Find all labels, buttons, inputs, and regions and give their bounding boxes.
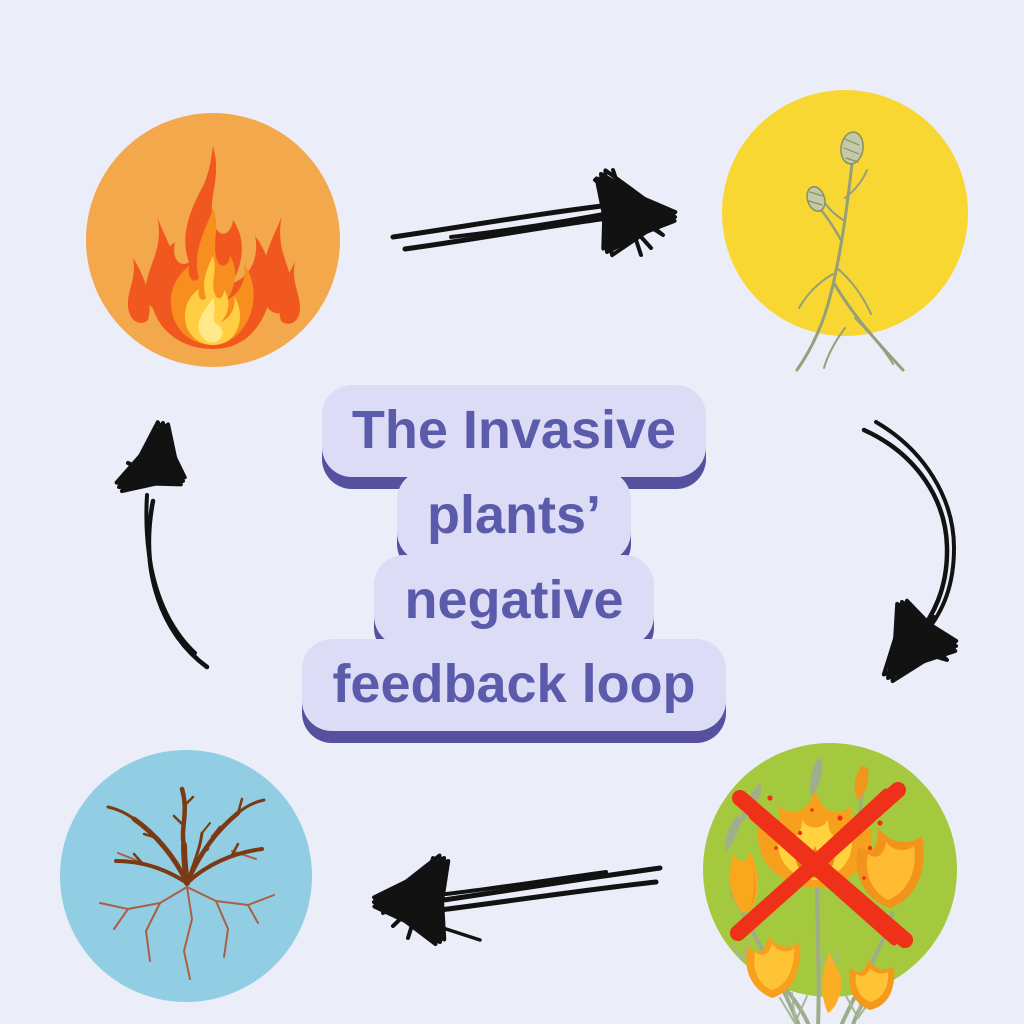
arrowhead-left [372, 853, 482, 947]
title-line-4: feedback loop [302, 639, 726, 732]
title-line-3: negative [374, 554, 654, 647]
diagram-title: The Invasive plants’ negative feedback l… [164, 385, 864, 732]
invasive-plant-node [722, 90, 968, 372]
red-cross-icon [730, 782, 913, 948]
dead-soil-node [60, 750, 312, 1002]
arrowhead-down [881, 598, 959, 684]
arrowhead-up [114, 420, 187, 494]
native-flowers-node [703, 743, 957, 1024]
arrow-flower-loss-to-soil [372, 853, 663, 947]
title-line-2: plants’ [396, 469, 632, 562]
dead-shrub-cracked-soil-icon [99, 786, 275, 980]
invasive-weed-sprig-icon [795, 131, 905, 372]
arrowhead-right [593, 168, 678, 258]
arrow-fire-to-plant [390, 168, 678, 258]
wildfire-node [86, 113, 340, 367]
fire-flame-icon [127, 146, 300, 349]
arrow-soil-to-fire [114, 420, 210, 670]
arrow-plant-to-flower-loss [861, 420, 959, 684]
poppy-flowers-icon [725, 758, 924, 1024]
title-line-1: The Invasive [321, 385, 707, 477]
